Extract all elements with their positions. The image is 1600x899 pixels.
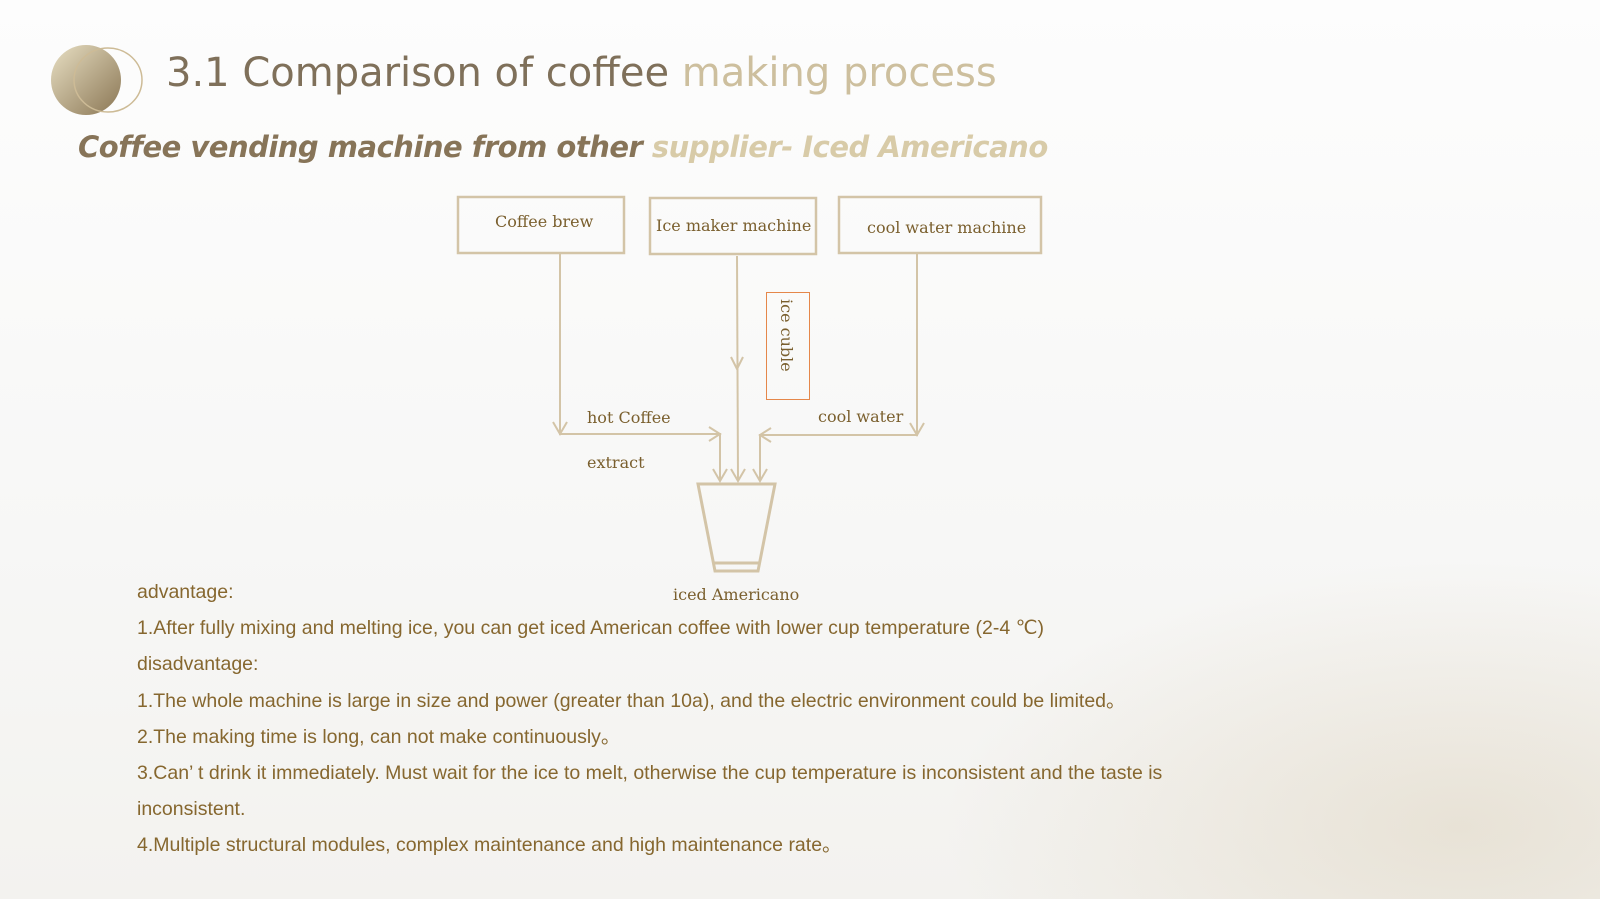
page-subtitle: Coffee vending machine from other suppli… <box>78 130 1048 164</box>
box-label-ice-maker: Ice maker machine <box>656 216 812 235</box>
hot-coffee-label: hot Coffee <box>587 408 671 427</box>
disadvantage-item: 3.Can’ t drink it immediately. Must wait… <box>137 762 1163 785</box>
box-label-coffee-brew: Coffee brew <box>495 212 594 231</box>
disadvantage-item: 2.The making time is long, can not make … <box>137 725 621 748</box>
disadvantage-item: inconsistent. <box>137 798 246 821</box>
comparison-text: advantage: 1.After fully mixing and melt… <box>137 574 1162 864</box>
output-label: iced Americano <box>673 585 800 604</box>
advantage-heading: advantage: <box>137 581 234 603</box>
ice-cube-label-box: ice cuble <box>766 292 810 400</box>
ice-cube-label: ice cuble <box>777 299 796 372</box>
page-title: 3.1 Comparison of coffee making process <box>166 50 997 96</box>
box-ice-maker <box>648 196 818 256</box>
box-coffee-brew <box>456 195 626 255</box>
box-cool-water <box>837 195 1043 255</box>
advantage-item: 1.After fully mixing and melting ice, yo… <box>137 617 1045 640</box>
cup-icon <box>696 482 777 573</box>
cool-water-label: cool water <box>818 407 904 426</box>
disadvantage-item: 4.Multiple structural modules, complex m… <box>137 834 842 857</box>
arrows <box>552 253 925 483</box>
background-wash <box>900 539 1600 899</box>
box-label-cool-water: cool water machine <box>867 218 1027 237</box>
extract-label: extract <box>587 453 645 472</box>
logo-circles-icon <box>51 45 143 115</box>
disadvantage-heading: disadvantage: <box>137 653 259 676</box>
disadvantage-item: 1.The whole machine is large in size and… <box>137 689 1126 712</box>
